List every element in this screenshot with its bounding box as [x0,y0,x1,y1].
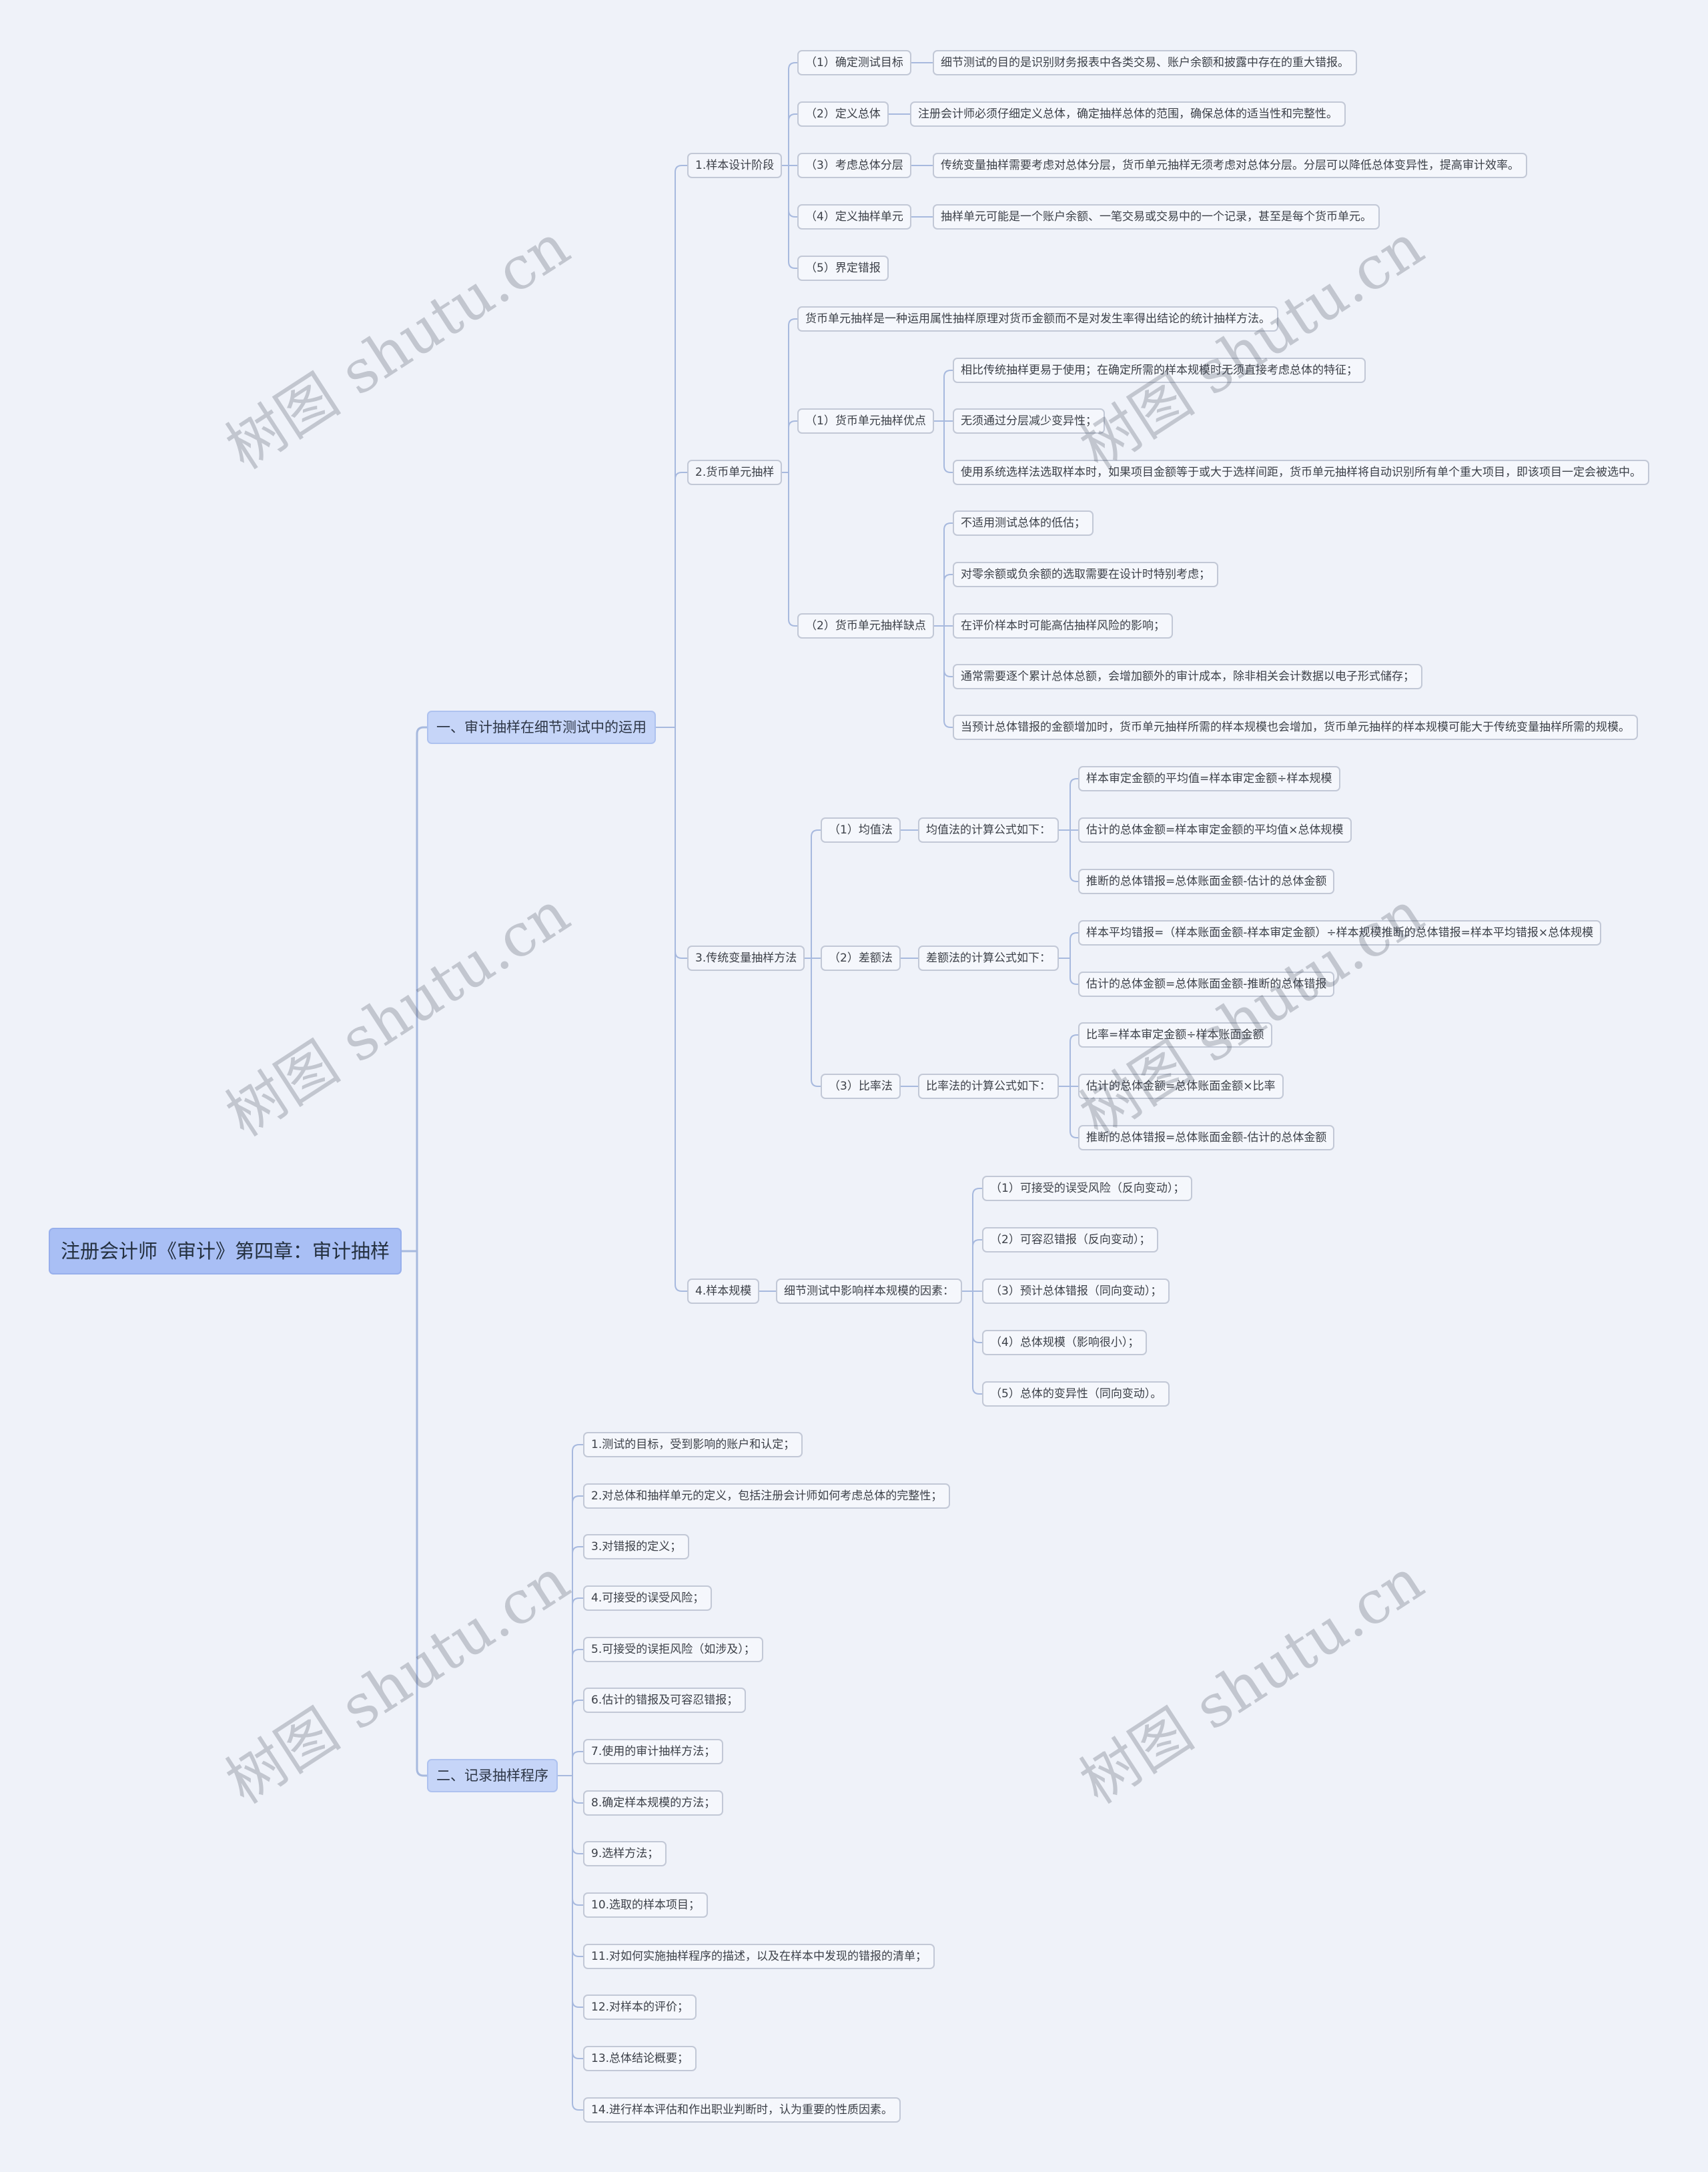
record-item[interactable]: 9.选样方法； [583,1841,667,1866]
advantage-item[interactable]: 使用系统选样法选取样本时，如果项目金额等于或大于选样间距，货币单元抽样将自动识别… [953,460,1649,485]
topic-sample-size[interactable]: 4.样本规模 [687,1279,760,1304]
estimation-method[interactable]: （1）均值法 [821,817,901,843]
design-step[interactable]: （4）定义抽样单元 [797,204,911,230]
record-item[interactable]: 12.对样本的评价； [583,1995,697,2020]
record-item[interactable]: 14.进行样本评估和作出职业判断时，认为重要的性质因素。 [583,2097,901,2123]
record-item[interactable]: 10.选取的样本项目； [583,1892,709,1918]
record-item[interactable]: 13.总体结论概要； [583,2046,697,2071]
record-item[interactable]: 6.估计的错报及可容忍错报； [583,1688,747,1713]
record-item[interactable]: 4.可接受的误受风险； [583,1585,713,1611]
topic-monetary-unit-sampling[interactable]: 2.货币单元抽样 [687,460,783,485]
record-item[interactable]: 8.确定样本规模的方法； [583,1790,724,1816]
record-item[interactable]: 7.使用的审计抽样方法； [583,1739,724,1764]
disadvantage-item[interactable]: 不适用测试总体的低估； [953,510,1094,536]
formula-heading[interactable]: 差额法的计算公式如下： [918,946,1059,971]
formula-item[interactable]: 推断的总体错报=总体账面金额-估计的总体金额 [1078,869,1335,894]
formula-heading[interactable]: 比率法的计算公式如下： [918,1074,1059,1099]
estimation-method[interactable]: （2）差额法 [821,946,901,971]
sample-size-factors[interactable]: 细节测试中影响样本规模的因素： [776,1279,962,1304]
advantage-item[interactable]: 相比传统抽样更易于使用；在确定所需的样本规模时无须直接考虑总体的特征； [953,358,1366,383]
design-step-detail[interactable]: 传统变量抽样需要考虑对总体分层，货币单元抽样无须考虑对总体分层。分层可以降低总体… [933,153,1527,178]
formula-item[interactable]: 比率=样本审定金额÷样本账面金额 [1078,1022,1272,1048]
formula-item[interactable]: 估计的总体金额=总体账面金额-推断的总体错报 [1078,972,1335,997]
formula-item[interactable]: 样本平均错报=（样本账面金额-样本审定金额）÷样本规模推断的总体错报=样本平均错… [1078,920,1602,946]
topic-classical-variables-sampling[interactable]: 3.传统变量抽样方法 [687,946,805,971]
disadvantage-item[interactable]: 对零余额或负余额的选取需要在设计时特别考虑； [953,562,1218,587]
mus-disadvantages[interactable]: （2）货币单元抽样缺点 [797,613,934,639]
advantage-item[interactable]: 无须通过分层减少变异性； [953,408,1105,434]
disadvantage-item[interactable]: 当预计总体错报的金额增加时，货币单元抽样所需的样本规模也会增加，货币单元抽样的样… [953,715,1638,740]
formula-item[interactable]: 估计的总体金额=样本审定金额的平均值×总体规模 [1078,817,1352,843]
sample-size-factor[interactable]: （4）总体规模（影响很小）； [982,1330,1148,1355]
design-step[interactable]: （2）定义总体 [797,101,889,127]
record-item[interactable]: 5.可接受的误拒风险（如涉及）； [583,1637,763,1662]
design-step[interactable]: （3）考虑总体分层 [797,153,911,178]
formula-item[interactable]: 估计的总体金额=总体账面金额×比率 [1078,1074,1284,1099]
sample-size-factor[interactable]: （1）可接受的误受风险（反向变动）； [982,1176,1193,1201]
disadvantage-item[interactable]: 在评价样本时可能高估抽样风险的影响； [953,613,1173,639]
formula-heading[interactable]: 均值法的计算公式如下： [918,817,1059,843]
formula-item[interactable]: 推断的总体错报=总体账面金额-估计的总体金额 [1078,1125,1335,1150]
design-step-detail[interactable]: 抽样单元可能是一个账户余额、一笔交易或交易中的一个记录，甚至是每个货币单元。 [933,204,1380,230]
design-step[interactable]: （1）确定测试目标 [797,50,911,75]
formula-item[interactable]: 样本审定金额的平均值=样本审定金额÷样本规模 [1078,766,1340,791]
mus-definition[interactable]: 货币单元抽样是一种运用属性抽样原理对货币金额而不是对发生率得出结论的统计抽样方法… [797,306,1278,332]
record-item[interactable]: 2.对总体和抽样单元的定义，包括注册会计师如何考虑总体的完整性； [583,1483,951,1509]
sample-size-factor[interactable]: （5）总体的变异性（同向变动）。 [982,1381,1170,1407]
sample-size-factor[interactable]: （2）可容忍错报（反向变动）； [982,1227,1159,1252]
design-step[interactable]: （5）界定错报 [797,256,889,281]
branch-detail-testing[interactable]: 一、审计抽样在细节测试中的运用 [427,711,656,744]
disadvantage-item[interactable]: 通常需要逐个累计总体总额，会增加额外的审计成本，除非相关会计数据以电子形式储存； [953,664,1422,689]
record-item[interactable]: 3.对错报的定义； [583,1534,690,1559]
record-item[interactable]: 1.测试的目标，受到影响的账户和认定； [583,1432,803,1457]
record-item[interactable]: 11.对如何实施抽样程序的描述，以及在样本中发现的错报的清单； [583,1944,935,1969]
design-step-detail[interactable]: 注册会计师必须仔细定义总体，确定抽样总体的范围，确保总体的适当性和完整性。 [910,101,1346,127]
sample-size-factor[interactable]: （3）预计总体错报（同向变动）； [982,1279,1170,1304]
branch-record-procedures[interactable]: 二、记录抽样程序 [427,1759,558,1792]
mus-advantages[interactable]: （1）货币单元抽样优点 [797,408,934,434]
root-topic[interactable]: 注册会计师《审计》第四章：审计抽样 [49,1228,402,1275]
estimation-method[interactable]: （3）比率法 [821,1074,901,1099]
design-step-detail[interactable]: 细节测试的目的是识别财务报表中各类交易、账户余额和披露中存在的重大错报。 [933,50,1357,75]
topic-sample-design[interactable]: 1.样本设计阶段 [687,153,783,178]
